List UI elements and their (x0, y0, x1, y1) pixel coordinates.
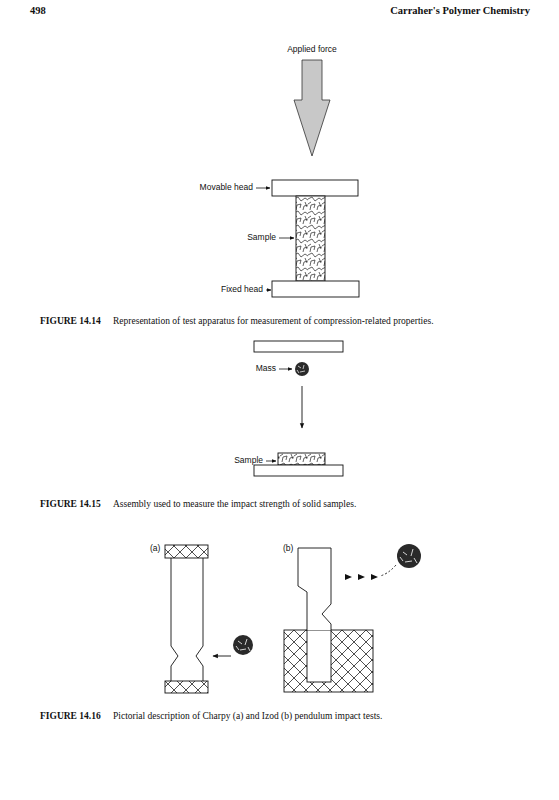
vise (284, 630, 373, 692)
page-number: 498 (30, 5, 46, 17)
anvil (254, 465, 343, 476)
figure-caption: Assembly used to measure the impact stre… (113, 499, 356, 510)
running-head: Carraher's Polymer Chemistry (390, 5, 530, 17)
force-arrow (294, 60, 330, 156)
part-label: Sample (234, 456, 263, 466)
swing-arrow (345, 574, 378, 580)
pendulum-striker (397, 544, 421, 568)
part-label: Mass (256, 364, 276, 374)
leader-line (279, 369, 292, 370)
force-label: Applied force (287, 45, 337, 55)
leader-line (266, 290, 271, 291)
pendulum-striker (233, 635, 253, 655)
panel-label: (a) (150, 544, 160, 554)
part-label: Movable head (200, 183, 253, 193)
leader-line (266, 461, 276, 462)
figure-number: FIGURE 14.15 (40, 499, 101, 510)
sample-block (296, 196, 325, 281)
compression-apparatus (256, 60, 359, 297)
drop-support (254, 341, 343, 352)
movable-head (272, 180, 358, 196)
fall-arrow (302, 386, 303, 428)
impact-arrow (213, 656, 231, 657)
panel-label: (b) (283, 544, 293, 554)
figure-caption: Representation of test apparatus for mea… (113, 316, 434, 327)
charpy-test (165, 545, 253, 693)
notched-specimen (171, 558, 203, 681)
sample-block (278, 453, 325, 465)
clamped-specimen (307, 630, 331, 682)
leader-line (279, 238, 294, 239)
notched-specimen (298, 548, 331, 630)
impact-assembly (254, 341, 343, 476)
part-label: Sample (247, 233, 276, 243)
leader-line (256, 188, 270, 189)
grip (165, 681, 208, 693)
fixed-head (272, 281, 359, 297)
mass-ball (295, 362, 309, 376)
izod-test (284, 544, 421, 692)
figure-caption: Pictorial description of Charpy (a) and … (113, 711, 382, 722)
figure-number: FIGURE 14.16 (40, 711, 101, 722)
grip (165, 545, 208, 558)
part-label: Fixed head (221, 285, 263, 295)
figure-number: FIGURE 14.14 (40, 316, 101, 327)
